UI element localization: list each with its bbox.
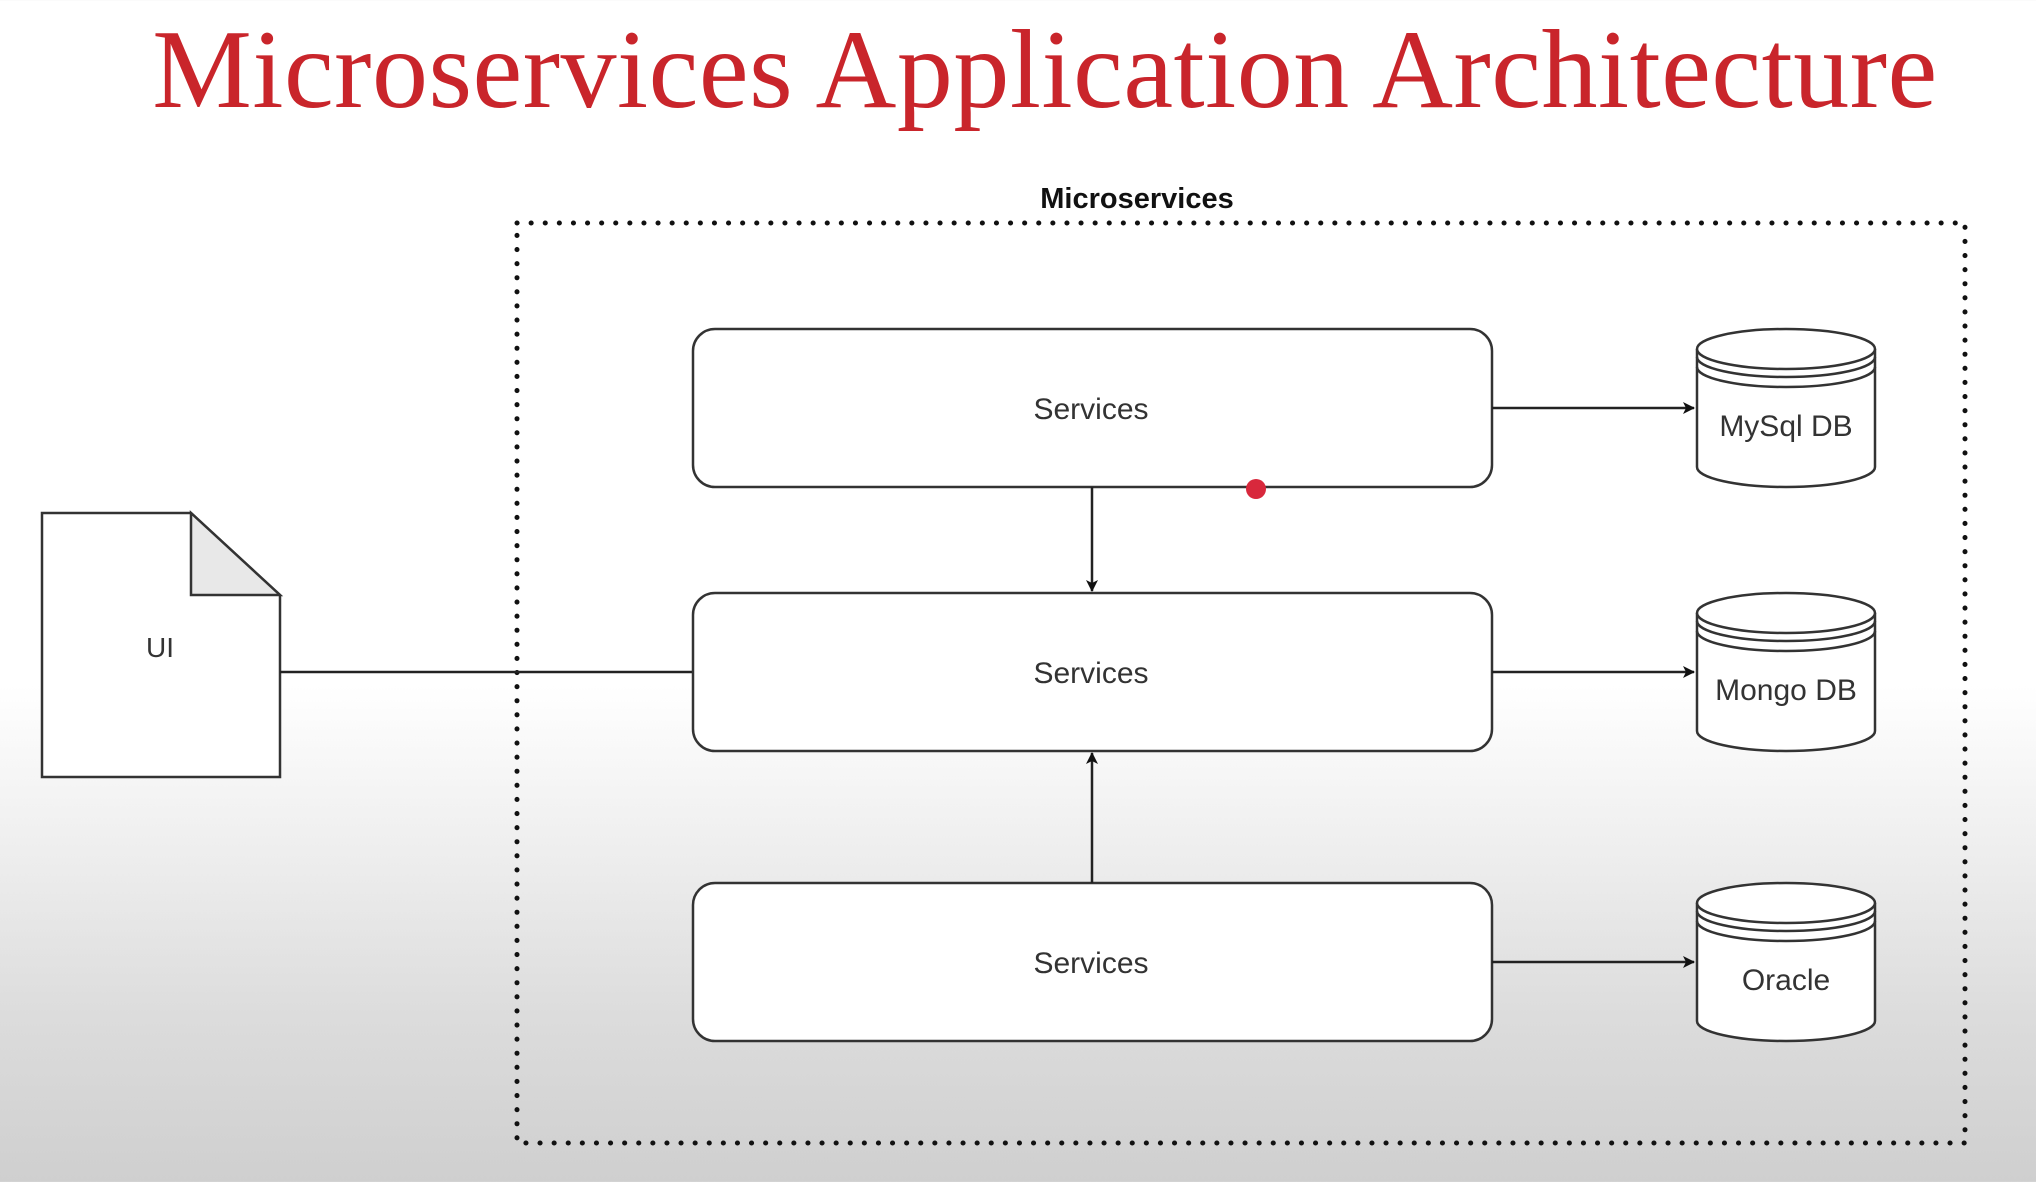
- mysql-db-node: MySql DB: [1695, 327, 1877, 489]
- mongo-db-ring-2: [1695, 630, 1877, 653]
- oracle-db-top: [1695, 881, 1877, 925]
- services-label-2: Services: [1033, 657, 1148, 690]
- microservices-group-label: Microservices: [1040, 183, 1233, 215]
- mysql-db-top: [1695, 327, 1877, 371]
- oracle-db-ring-1: [1695, 910, 1877, 933]
- services-node-3: Services: [691, 881, 1494, 1043]
- services-label-1: Services: [1033, 393, 1148, 426]
- page-title: Microservices Application Architecture: [152, 8, 1938, 132]
- mongo-db-label: Mongo DB: [1715, 674, 1857, 707]
- mysql-db-label: MySql DB: [1719, 410, 1852, 443]
- ui-label: UI: [146, 632, 174, 663]
- services-node-1: Services: [691, 327, 1494, 489]
- mongo-db-ring-1: [1695, 620, 1877, 643]
- services-label-3: Services: [1033, 947, 1148, 980]
- pointer-dot: [1246, 479, 1266, 499]
- oracle-db-label: Oracle: [1742, 964, 1830, 997]
- ui-document-fold: [189, 510, 284, 597]
- oracle-db-node: Oracle: [1695, 881, 1877, 1043]
- oracle-db-ring-2: [1695, 920, 1877, 943]
- services-node-2: Services: [691, 591, 1494, 753]
- ui-document-node: UI: [40, 510, 284, 779]
- mysql-db-ring-1: [1695, 356, 1877, 379]
- mongo-db-node: Mongo DB: [1695, 591, 1877, 753]
- mongo-db-top: [1695, 591, 1877, 635]
- mysql-db-ring-2: [1695, 366, 1877, 389]
